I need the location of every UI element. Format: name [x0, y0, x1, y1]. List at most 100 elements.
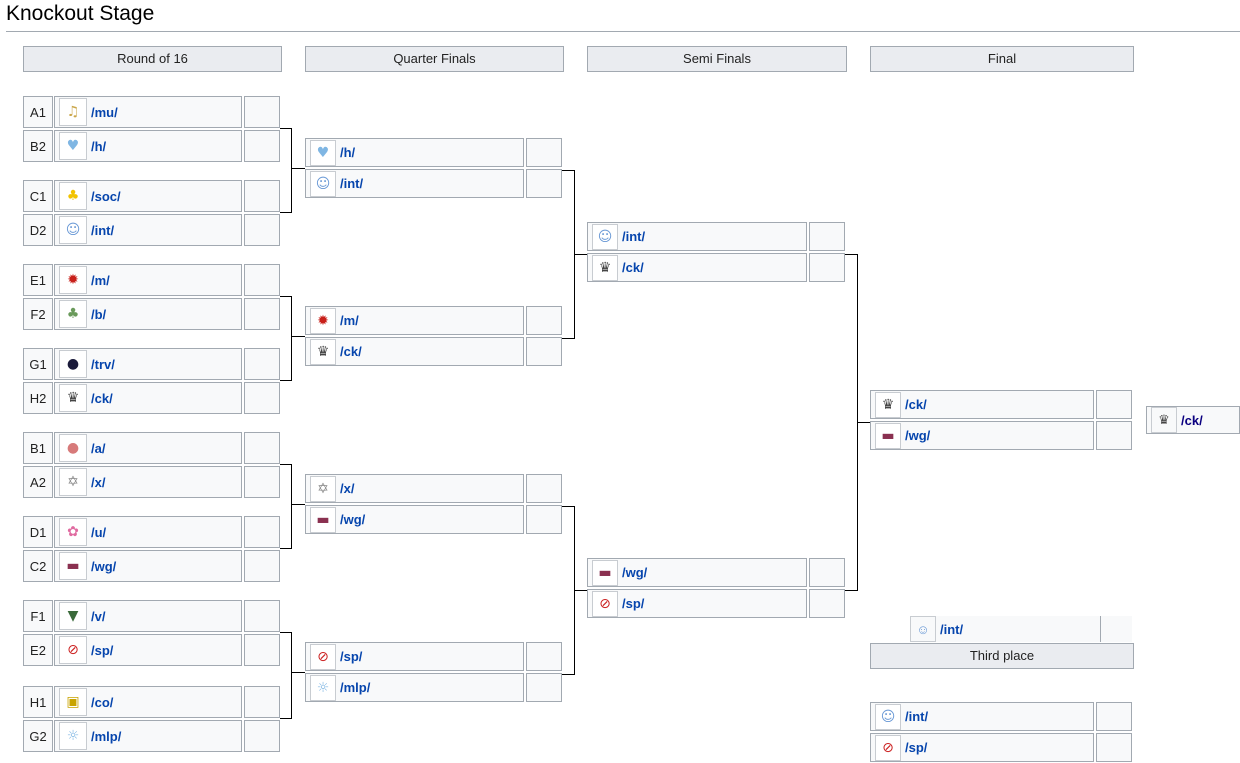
champion: ♛ /ck/ [1146, 406, 1240, 434]
pentagram-icon: ✡ [310, 475, 336, 502]
team-link[interactable]: /sp/ [622, 596, 645, 611]
team-cell: ✡ /x/ [305, 474, 524, 503]
score-cell [809, 558, 845, 587]
team-cell: ♥/h/ [54, 130, 242, 162]
team-link[interactable]: /int/ [622, 229, 646, 244]
team-link[interactable]: /trv/ [91, 356, 115, 372]
seed-label: D1 [23, 516, 53, 548]
team-link[interactable]: /ck/ [905, 397, 927, 412]
team-link[interactable]: /h/ [340, 145, 356, 160]
music-note-icon: ♫ [59, 98, 87, 126]
banner-icon: ▬ [59, 552, 87, 580]
seed-label: C2 [23, 550, 53, 582]
round-header-sf: Semi Finals [587, 46, 847, 72]
team-link[interactable]: /ck/ [91, 390, 113, 406]
bracket-connector [280, 548, 292, 549]
team-cell: ⊘/sp/ [54, 634, 242, 666]
team-link[interactable]: /a/ [91, 440, 106, 456]
score-cell [1096, 733, 1132, 762]
gamepad-icon: ▼ [59, 602, 87, 630]
score-cell [244, 432, 280, 464]
chef-icon: ♛ [59, 384, 87, 412]
team-link[interactable]: /wg/ [91, 558, 117, 574]
team-link[interactable]: /mlp/ [91, 728, 122, 744]
bracket-connector [845, 254, 857, 255]
team-link[interactable]: /wg/ [622, 565, 648, 580]
match: ☺/int/⊘/sp/ [870, 702, 1132, 762]
team-link[interactable]: /int/ [940, 621, 964, 637]
match-row: D1✿/u/ [23, 516, 280, 548]
match-row: ☼ /mlp/ [305, 673, 562, 702]
match-row: ♛ /ck/ [870, 390, 1132, 419]
team-link[interactable]: /b/ [91, 306, 107, 322]
pentagram-icon: ✡ [59, 468, 87, 496]
team-link[interactable]: /ck/ [622, 260, 644, 275]
seed-label: A2 [23, 466, 53, 498]
team-link[interactable]: /m/ [340, 313, 359, 328]
seed-label: B1 [23, 432, 53, 464]
team-link[interactable]: /mu/ [91, 104, 118, 120]
bird-icon: ♣ [59, 182, 87, 210]
match-row: E2⊘/sp/ [23, 634, 280, 666]
seed-label: G2 [23, 720, 53, 752]
team-link[interactable]: /ck/ [340, 344, 362, 359]
team-cell: ▣/co/ [54, 686, 242, 718]
team-link[interactable]: /int/ [91, 222, 115, 238]
team-link[interactable]: /int/ [905, 709, 929, 724]
team-link[interactable]: /x/ [340, 481, 355, 496]
team-link[interactable]: /sp/ [340, 649, 363, 664]
score-cell [526, 138, 562, 167]
team-link[interactable]: /v/ [91, 608, 106, 624]
team-link[interactable]: /soc/ [91, 188, 121, 204]
match-row: ▬/wg/ [587, 558, 845, 587]
seed-label: E1 [23, 264, 53, 296]
match-row: C1♣/soc/ [23, 180, 280, 212]
bracket-connector [291, 672, 305, 673]
match-row: ☺/int/ [587, 222, 845, 251]
match: ⊘/sp/☼/mlp/ [305, 642, 562, 702]
match-row: A1♫/mu/ [23, 96, 280, 128]
seed-label: E2 [23, 634, 53, 666]
match: G1●/trv/H2♛/ck/ [23, 348, 280, 414]
team-link[interactable]: /wg/ [905, 428, 931, 443]
page-title: Knockout Stage [6, 2, 155, 25]
team-link[interactable]: /m/ [91, 272, 110, 288]
pony-icon: ☼ [310, 674, 336, 701]
team-link[interactable]: /wg/ [340, 512, 366, 527]
team-link[interactable]: /sp/ [91, 642, 114, 658]
chef-icon: ♛ [310, 338, 336, 365]
team-cell: ♛/ck/ [587, 253, 807, 282]
match-row: ⊘/sp/ [587, 589, 845, 618]
team-link[interactable]: /co/ [91, 694, 114, 710]
match-row: C2▬/wg/ [23, 550, 280, 582]
team-link[interactable]: /u/ [91, 524, 107, 540]
team-cell: ♥/h/ [305, 138, 524, 167]
score-cell [244, 634, 280, 666]
match: C1♣/soc/D2☺/int/ [23, 180, 280, 246]
team-cell: ●/a/ [54, 432, 242, 464]
match: ▬/wg/⊘/sp/ [587, 558, 845, 618]
match: F1▼/v/E2⊘/sp/ [23, 600, 280, 666]
team-link[interactable]: /mlp/ [340, 680, 371, 695]
team-cell: ♛/ck/ [54, 382, 242, 414]
score-cell [1096, 390, 1132, 419]
match-row: H1▣/co/ [23, 686, 280, 718]
flame-icon: ✹ [59, 266, 87, 294]
team-link[interactable]: /ck/ [1181, 412, 1203, 428]
bracket-connector [280, 464, 292, 465]
team-link[interactable]: /x/ [91, 474, 106, 490]
bracket-connector [562, 170, 574, 171]
divider [1100, 616, 1101, 642]
team-link[interactable]: /sp/ [905, 740, 928, 755]
team-cell: ☺ /int/ [870, 702, 1094, 731]
bracket-connector [845, 590, 857, 591]
team-link[interactable]: /int/ [340, 176, 364, 191]
face-icon: ☺ [875, 703, 901, 730]
score-cell [526, 337, 562, 366]
team-link[interactable]: /h/ [91, 138, 107, 154]
face-icon: ☺ [310, 170, 336, 197]
match-row: ✹/m/ [305, 306, 562, 335]
seed-label: C1 [23, 180, 53, 212]
chef-icon: ♛ [875, 391, 901, 418]
team-cell: ☺/int/ [54, 214, 242, 246]
